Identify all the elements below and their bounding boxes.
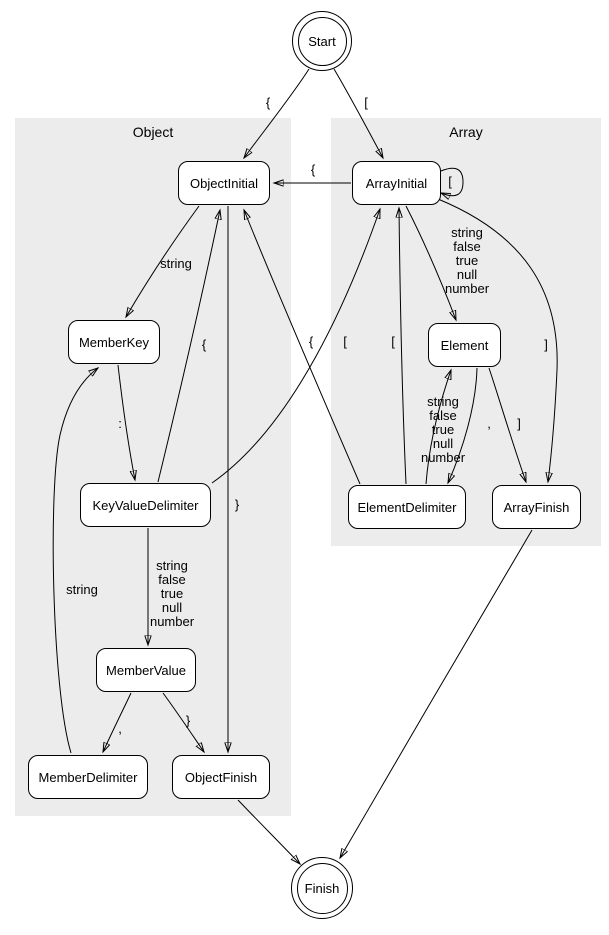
node-start-ring: Start — [297, 16, 347, 66]
node-objectfinish: ObjectFinish — [172, 755, 270, 799]
edge-membervalue-objectfinish — [162, 692, 204, 752]
edge-keyvaluedelimiter-arrayinitial — [211, 209, 380, 484]
edge-label-arrayinitial-arrayfinish: ] — [544, 337, 548, 352]
node-finish-label: Finish — [304, 880, 340, 896]
edge-keyvaluedelimiter-objectinitial — [157, 210, 220, 483]
edge-element-arrayfinish — [488, 367, 526, 482]
edge-arrayfinish-finish — [340, 529, 533, 858]
edge-label-arrayinitial-self: [ — [448, 174, 452, 189]
edge-label-keyvaluedelimiter-objectinitial: { — [201, 337, 207, 352]
edge-label-keyvaluedelimiter-membervalue: string false true null number — [149, 558, 195, 629]
edge-label-arrayinitial-objectinitial: { — [310, 162, 316, 177]
node-elementdelimiter: ElementDelimiter — [348, 485, 466, 529]
edge-element-elementdelimiter — [448, 367, 478, 483]
edge-membervalue-memberdelimiter — [103, 692, 132, 752]
edge-label-start-arrayinitial: [ — [364, 95, 368, 110]
edge-objectinitial-memberkey — [126, 205, 200, 317]
node-keyvaluedelimiter: KeyValueDelimiter — [80, 483, 211, 527]
node-finish-ring: Finish — [296, 862, 348, 914]
edge-label-memberdelimiter-memberkey: string — [66, 582, 98, 597]
edge-start-arrayinitial — [333, 68, 383, 158]
edge-label-membervalue-memberdelimiter: , — [118, 721, 122, 736]
node-objectinitial: ObjectInitial — [178, 161, 270, 205]
edge-label-keyvaluedelimiter-arrayinitial: [ — [343, 334, 347, 349]
edge-elementdelimiter-arrayinitial — [399, 208, 407, 485]
edge-label-element-elementdelimiter: , — [487, 416, 491, 431]
node-start-label: Start — [308, 33, 336, 49]
node-element: Element — [428, 323, 501, 367]
cluster-array-label: Array — [449, 124, 483, 140]
edge-start-objectinitial — [244, 68, 310, 158]
edge-arrayinitial-arrayfinish — [437, 198, 558, 482]
node-arrayfinish: ArrayFinish — [492, 485, 581, 529]
edge-elementdelimiter-element — [425, 370, 451, 485]
edge-label-objectinitial-memberkey: string — [160, 256, 192, 271]
edge-memberdelimiter-memberkey — [52, 368, 98, 754]
edge-label-start-objectinitial: { — [265, 95, 271, 110]
edge-label-element-arrayfinish: ] — [517, 416, 521, 431]
edge-label-elementdelimiter-arrayinitial: [ — [391, 334, 395, 349]
node-memberkey: MemberKey — [68, 320, 160, 364]
edge-label-membervalue-objectfinish: } — [185, 713, 191, 728]
edge-objectfinish-finish — [237, 799, 300, 864]
edge-elementdelimiter-objectinitial — [244, 210, 361, 485]
edge-memberkey-keyvaluedelimiter — [117, 364, 135, 480]
edge-arrayinitial-element — [405, 205, 456, 320]
node-arrayinitial: ArrayInitial — [352, 161, 441, 205]
edge-label-arrayinitial-element: string false true null number — [444, 225, 490, 296]
edge-arrayinitial-self — [441, 167, 464, 195]
node-membervalue: MemberValue — [96, 648, 196, 692]
edge-label-memberkey-keyvaluedelimiter: : — [118, 416, 122, 431]
node-start: Start — [292, 11, 352, 71]
edge-label-objectinitial-objectfinish: } — [234, 497, 240, 512]
edge-label-elementdelimiter-element: string false true null number — [420, 394, 466, 465]
node-finish: Finish — [291, 857, 353, 919]
edge-label-elementdelimiter-objectinitial: { — [308, 334, 314, 349]
node-memberdelimiter: MemberDelimiter — [28, 755, 148, 799]
cluster-object-label: Object — [132, 124, 174, 140]
